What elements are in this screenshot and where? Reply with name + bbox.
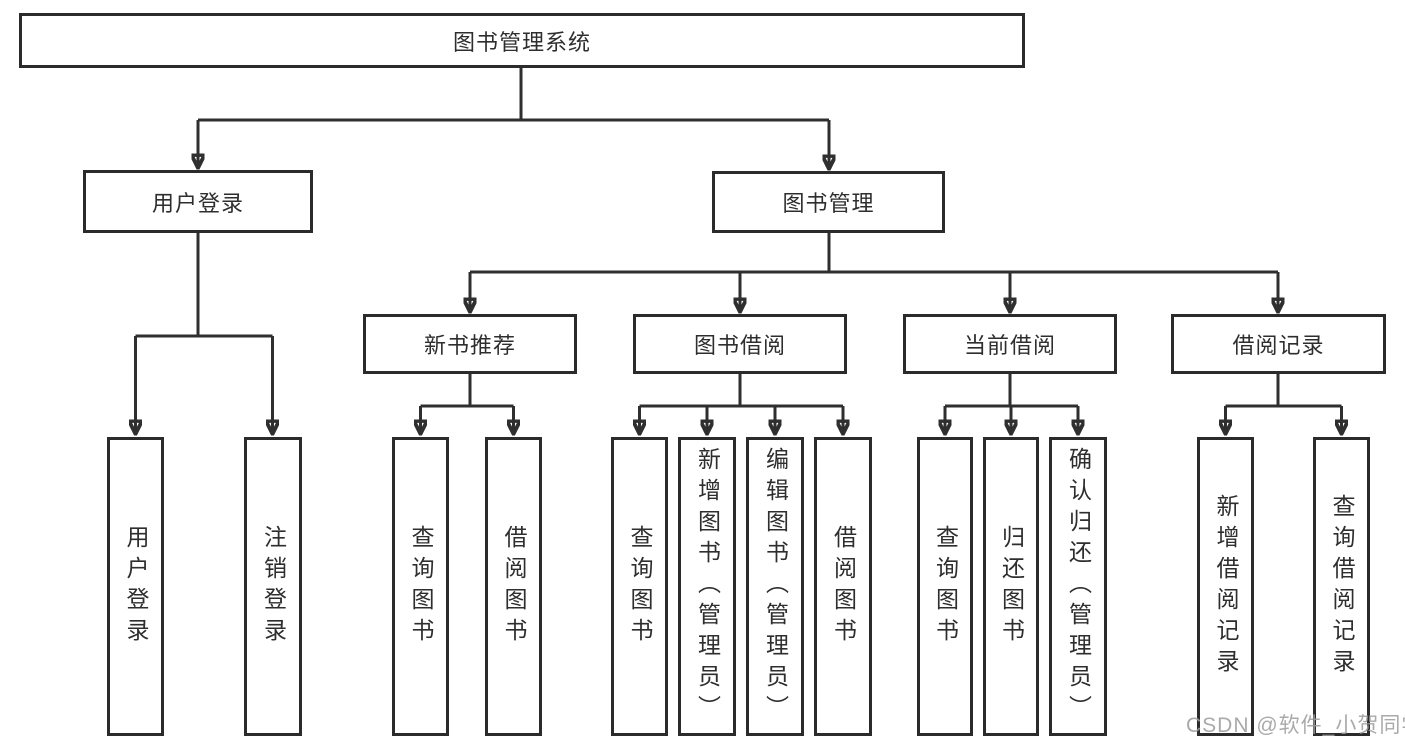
leaf-current-query-books-label: 查询图书 — [932, 524, 959, 649]
node-new-book-recommend: 新书推荐 — [363, 314, 577, 374]
leaf-query-borrow-record-label: 查询借阅记录 — [1329, 493, 1355, 680]
leaf-borrow-borrow-books-label: 借阅图书 — [830, 524, 857, 649]
leaf-return-book: 归还图书 — [983, 437, 1039, 736]
edges-current-borrow-children — [945, 374, 1078, 432]
edges-user-login-children — [136, 233, 273, 432]
edges-borrow-records-children — [1226, 374, 1342, 432]
leaf-recommend-borrow-books-label: 借阅图书 — [501, 524, 527, 649]
leaf-return-book-label: 归还图书 — [998, 524, 1025, 649]
node-root-label: 图书管理系统 — [452, 29, 591, 55]
leaf-user-login: 用户登录 — [107, 437, 164, 736]
node-new-book-recommend-label: 新书推荐 — [423, 333, 516, 358]
edges-book-borrow-children — [640, 374, 844, 432]
leaf-edit-book-admin-label: 编辑图书（管理员） — [762, 447, 789, 726]
leaf-add-book-admin-label: 新增图书（管理员） — [694, 447, 721, 726]
leaf-borrow-query-books-label: 查询图书 — [627, 524, 653, 649]
leaf-add-borrow-record-label: 新增借阅记录 — [1213, 493, 1239, 680]
leaf-current-query-books: 查询图书 — [917, 437, 973, 736]
csdn-watermark: CSDN @软件_小贺同学 — [1186, 714, 1405, 737]
edges-root-to-level2 — [198, 68, 829, 167]
leaf-user-login-label: 用户登录 — [123, 524, 149, 649]
leaf-edit-book-admin: 编辑图书（管理员） — [746, 437, 804, 736]
node-book-management-label: 图书管理 — [782, 191, 875, 216]
leaf-logout-label: 注销登录 — [260, 524, 287, 649]
node-root: 图书管理系统 — [19, 13, 1025, 68]
node-book-borrow: 图书借阅 — [633, 314, 847, 374]
leaf-query-borrow-record: 查询借阅记录 — [1313, 437, 1370, 736]
leaf-borrow-query-books: 查询图书 — [611, 437, 668, 736]
node-current-borrow: 当前借阅 — [903, 314, 1117, 374]
leaf-borrow-borrow-books: 借阅图书 — [814, 437, 872, 736]
node-borrow-records: 借阅记录 — [1171, 314, 1386, 374]
leaf-recommend-borrow-books: 借阅图书 — [485, 437, 542, 736]
edges-new-book-recommend-children — [421, 374, 514, 432]
leaf-confirm-return-admin-label: 确认归还（管理员） — [1065, 447, 1092, 726]
leaf-logout: 注销登录 — [244, 437, 302, 736]
leaf-add-borrow-record: 新增借阅记录 — [1197, 437, 1254, 736]
leaf-recommend-query-books-label: 查询图书 — [408, 524, 434, 649]
node-current-borrow-label: 当前借阅 — [963, 333, 1056, 358]
edges-book-management-children — [470, 233, 1278, 310]
leaf-add-book-admin: 新增图书（管理员） — [678, 437, 736, 736]
leaf-confirm-return-admin: 确认归还（管理员） — [1049, 437, 1107, 736]
leaf-recommend-query-books: 查询图书 — [392, 437, 449, 736]
node-borrow-records-label: 借阅记录 — [1232, 333, 1325, 358]
node-book-borrow-label: 图书借阅 — [693, 333, 786, 358]
node-book-management: 图书管理 — [712, 171, 945, 233]
node-user-login: 用户登录 — [83, 170, 313, 233]
node-user-login-label: 用户登录 — [151, 190, 244, 216]
